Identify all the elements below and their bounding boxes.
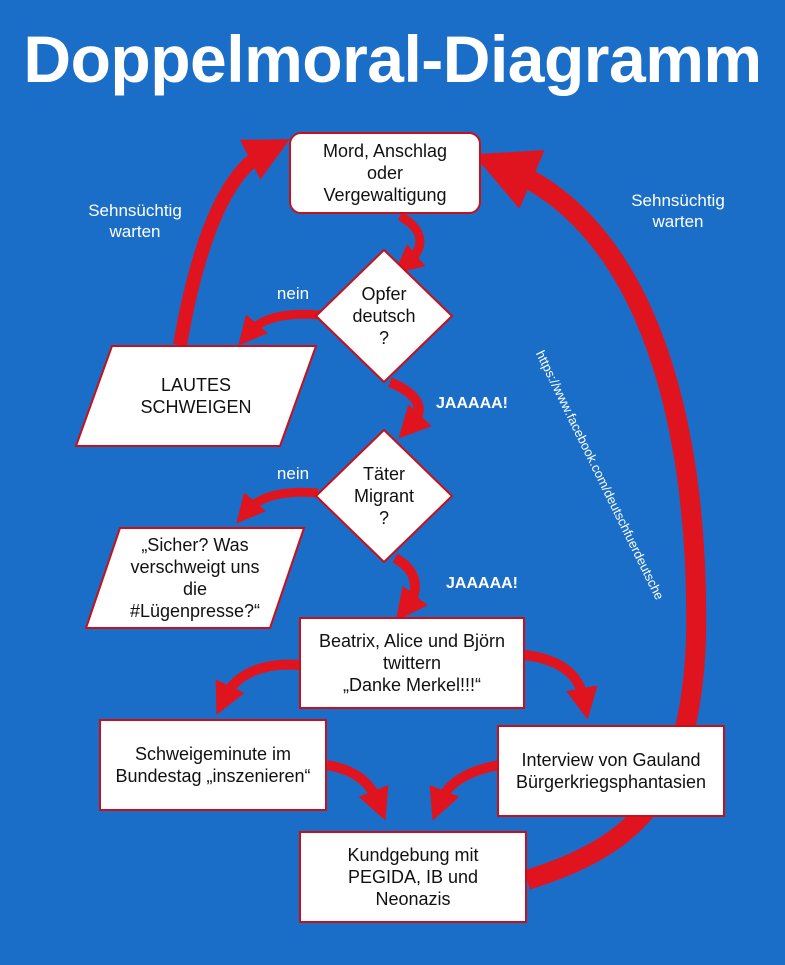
node-start-line-1: Mord, Anschlag	[322, 141, 448, 161]
node-schweigeminute-line-1: Schweigeminute im	[134, 744, 292, 764]
label-wait-right-line-2: warten	[652, 212, 704, 231]
node-kundgebung-line-2: PEGIDA, IB und	[347, 867, 479, 887]
arrow-start-to-opfer	[394, 212, 426, 274]
node-twitter	[299, 617, 525, 709]
label-ja-1: JAAAAA!	[436, 395, 508, 412]
node-sicher-text: „Sicher? Was verschweigt uns die #Lügenp…	[100, 530, 290, 626]
node-sicher-line-4: #Lügenpresse?“	[129, 601, 261, 621]
label-ja-2: JAAAAA!	[446, 575, 518, 592]
node-twitter-line-2: twittern	[382, 653, 442, 673]
node-gauland-text: Interview von Gauland Bürgerkriegsphanta…	[498, 726, 724, 816]
label-nein-2: nein	[276, 464, 310, 483]
node-schweigeminute-text: Schweigeminute im Bundestag „inszenieren…	[100, 720, 326, 810]
node-opfer-line-2: deutsch	[352, 306, 416, 326]
label-nein-1: nein	[276, 284, 310, 303]
node-gauland-line-1: Interview von Gauland	[521, 750, 701, 770]
node-taeter-line-3: ?	[378, 508, 389, 528]
node-schweigeminute	[99, 719, 327, 811]
node-lautes-text: LAUTES SCHWEIGEN	[96, 350, 296, 442]
node-lautes-schweigen	[74, 345, 318, 447]
node-twitter-line-3: „Danke Merkel!!!“	[342, 675, 482, 695]
node-opfer-deutsch	[314, 248, 454, 384]
node-sicher-line-1: „Sicher? Was	[141, 535, 249, 555]
arrow-loop-right	[473, 150, 707, 890]
label-wait-right-line-1: Sehnsüchtig	[631, 191, 725, 210]
node-twitter-text: Beatrix, Alice und Björn twittern „Danke…	[300, 618, 524, 708]
node-gauland-line-2: Bürgerkriegsphantasien	[515, 772, 707, 792]
node-kundgebung-line-1: Kundgebung mit	[347, 845, 479, 865]
node-schweigeminute-line-2: Bundestag „inszenieren“	[115, 766, 311, 786]
label-wait-right: Sehnsüchtig warten	[618, 190, 738, 232]
node-kundgebung	[299, 831, 527, 923]
node-sicher-line-2: verschweigt uns	[130, 557, 260, 577]
node-sicher	[84, 527, 306, 629]
node-start-text: Mord, Anschlag oder Vergewaltigung	[290, 133, 480, 213]
node-start-line-2: oder	[366, 163, 404, 183]
node-lautes-line-2: SCHWEIGEN	[140, 397, 252, 417]
node-taeter-text: Täter Migrant ?	[326, 452, 442, 540]
arrow-schweige-to-kundgebung	[326, 760, 389, 821]
node-lautes-line-1: LAUTES	[160, 375, 232, 395]
node-taeter-line-1: Täter	[362, 464, 405, 484]
node-opfer-text: Opfer deutsch ?	[326, 272, 442, 360]
arrow-twitter-to-schweige	[215, 659, 301, 716]
arrow-twitter-to-gauland	[524, 650, 598, 720]
node-kundgebung-text: Kundgebung mit PEGIDA, IB und Neonazis	[300, 832, 526, 922]
node-kundgebung-line-3: Neonazis	[375, 889, 451, 909]
arrow-taeter-nein	[236, 487, 319, 524]
arrow-opfer-nein	[238, 309, 321, 346]
node-taeter-line-2: Migrant	[353, 486, 415, 506]
arrow-loop-left	[173, 139, 290, 347]
page-title: Doppelmoral-Diagramm	[23, 22, 762, 96]
node-twitter-line-1: Beatrix, Alice und Björn	[318, 631, 506, 651]
node-opfer-line-1: Opfer	[361, 284, 407, 304]
arrow-opfer-ja	[387, 377, 432, 439]
arrow-taeter-ja	[392, 553, 428, 621]
node-gauland	[497, 725, 725, 817]
node-sicher-line-3: die	[182, 579, 208, 599]
arrow-gauland-to-kundgebung	[429, 760, 501, 821]
node-start	[289, 132, 481, 214]
label-wait-left-line-1: Sehnsüchtig	[88, 201, 182, 220]
label-wait-left: Sehnsüchtig warten	[80, 200, 190, 242]
node-start-line-3: Vergewaltigung	[323, 185, 447, 205]
label-wait-left-line-2: warten	[109, 222, 161, 241]
node-opfer-line-3: ?	[378, 328, 389, 348]
node-taeter-migrant	[314, 428, 454, 564]
